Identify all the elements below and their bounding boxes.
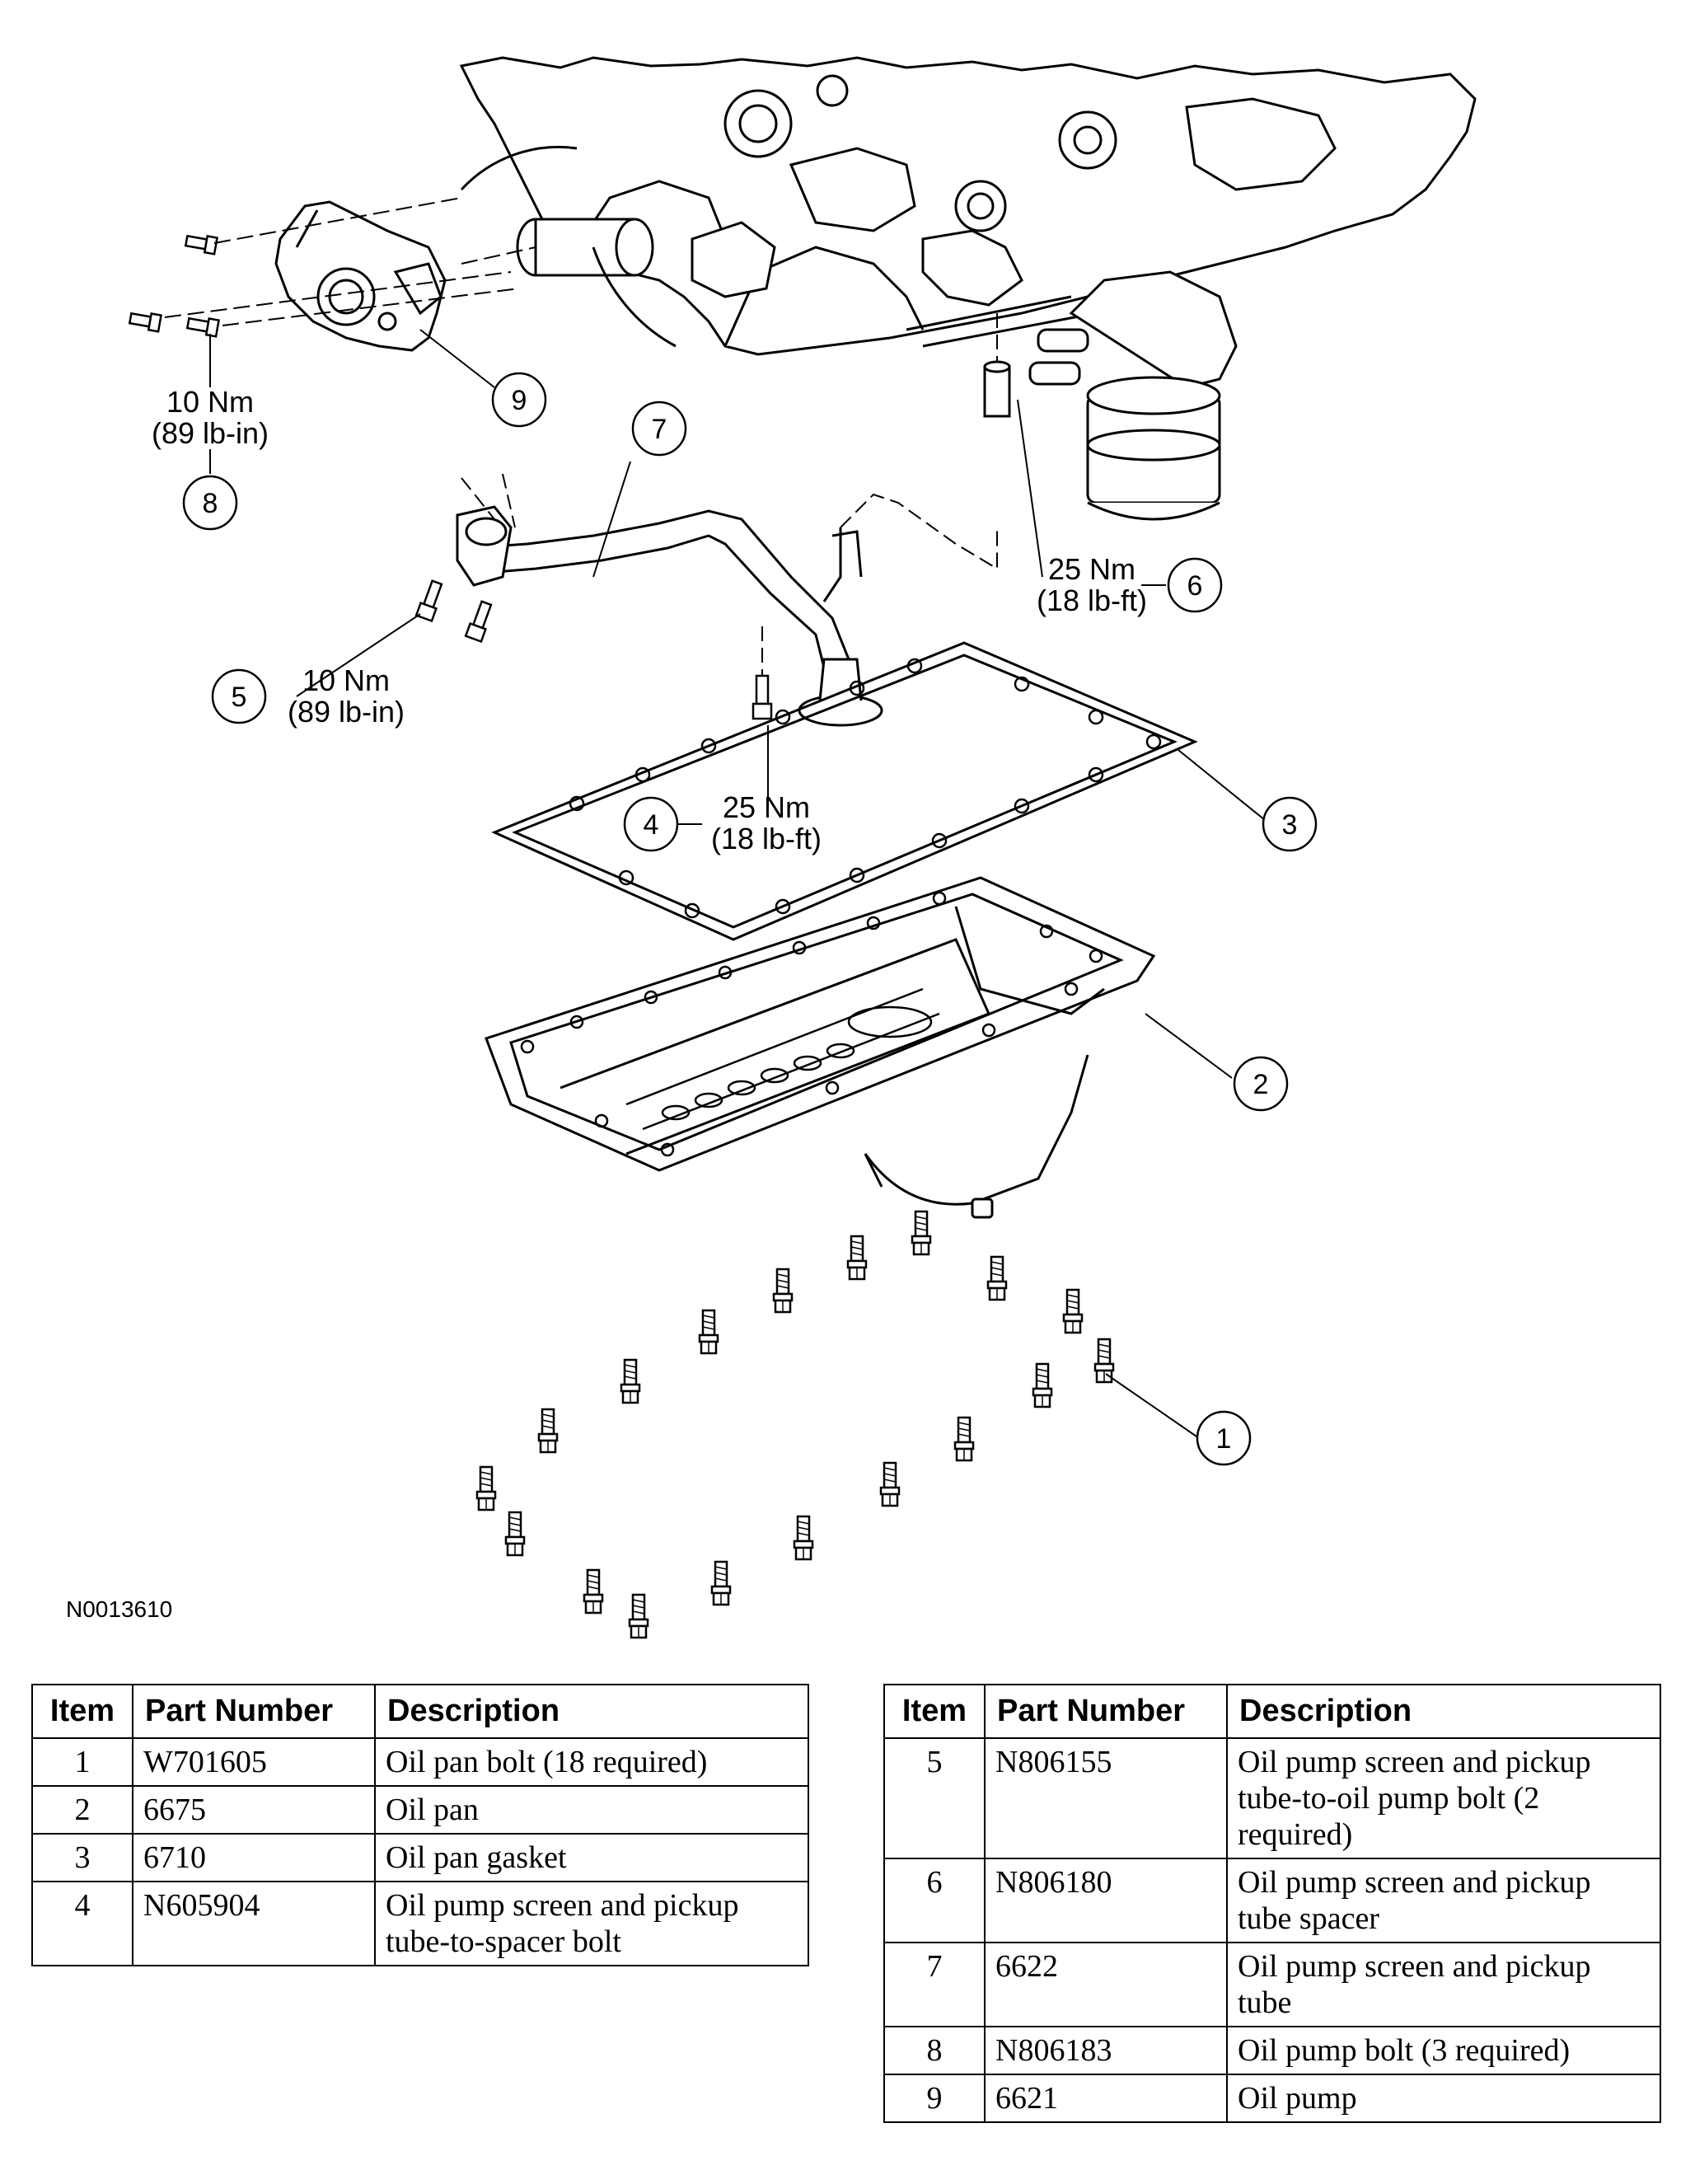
torque-4-imp: (18 lb-ft) xyxy=(711,822,822,855)
item-number: 2 xyxy=(31,1785,133,1835)
oil-pan-bolts xyxy=(475,1210,1115,1639)
torque-4-nm: 25 Nm xyxy=(723,790,810,824)
callout-circles xyxy=(182,372,1318,1466)
table-row: 8 N806183 Oil pump bolt (3 required) xyxy=(883,2026,1661,2075)
oil-pump-bolts xyxy=(128,234,220,338)
torque-6-nm: 25 Nm xyxy=(1048,552,1135,586)
parts-table-left: Item Part Number Description 1 W701605 O… xyxy=(31,1684,809,1966)
part-description: Oil pump screen and pickup tube spacer xyxy=(1226,1858,1661,1943)
pickup-flange xyxy=(456,505,513,587)
diagram-reference-code: N0013610 xyxy=(66,1596,172,1622)
torque-8-imp: (89 lb-in) xyxy=(152,416,269,450)
pickup-routing-lines xyxy=(461,313,998,676)
part-number: W701605 xyxy=(132,1737,376,1787)
part-number: 6675 xyxy=(132,1785,376,1835)
item-number: 4 xyxy=(31,1881,133,1966)
table-row: 5 N806155 Oil pump screen and pickup tub… xyxy=(883,1737,1661,1859)
callout-8: 8 xyxy=(203,488,218,519)
parts-table-right: Item Part Number Description 5 N806155 O… xyxy=(883,1684,1661,2123)
header-part-number: Part Number xyxy=(984,1684,1228,1739)
callout-9: 9 xyxy=(512,385,527,416)
table-header-row: Item Part Number Description xyxy=(31,1684,809,1739)
part-description: Oil pan gasket xyxy=(374,1833,809,1882)
table-row: 2 6675 Oil pan xyxy=(31,1785,809,1835)
torque-5-imp: (89 lb-in) xyxy=(288,695,405,729)
item-number: 8 xyxy=(883,2026,986,2075)
torque-6-imp: (18 lb-ft) xyxy=(1037,583,1147,617)
oil-pan-gasket xyxy=(491,641,1198,941)
part-description: Oil pump screen and pickup tube-to-oil p… xyxy=(1226,1737,1661,1859)
part-number: 6621 xyxy=(984,2074,1228,2123)
callout-3: 3 xyxy=(1282,809,1298,841)
callout-6: 6 xyxy=(1187,570,1203,602)
item-number: 6 xyxy=(883,1858,986,1943)
part-number: 6710 xyxy=(132,1833,376,1882)
part-description: Oil pan bolt (18 required) xyxy=(374,1737,809,1787)
callout-4: 4 xyxy=(644,809,659,841)
torque-8-nm: 10 Nm xyxy=(166,385,254,419)
exploded-view-diagram: 1 2 3 4 5 6 7 8 9 25 Nm (18 lb-ft) 10 Nm… xyxy=(66,56,1477,1639)
callout-2: 2 xyxy=(1253,1069,1269,1100)
part-description: Oil pump screen and pickup tube xyxy=(1226,1942,1661,2027)
header-description: Description xyxy=(1226,1684,1661,1739)
callout-numbers: 1 2 3 4 5 6 7 8 9 xyxy=(203,385,1298,1455)
torque-5-nm: 10 Nm xyxy=(302,663,390,697)
part-number: 6622 xyxy=(984,1942,1228,2027)
item-number: 3 xyxy=(31,1833,133,1882)
table-row: 6 N806180 Oil pump screen and pickup tub… xyxy=(883,1858,1661,1943)
part-number: N806180 xyxy=(984,1858,1228,1943)
table-row: 1 W701605 Oil pan bolt (18 required) xyxy=(31,1737,809,1787)
table-row: 4 N605904 Oil pump screen and pickup tub… xyxy=(31,1881,809,1966)
part-number: N605904 xyxy=(132,1881,376,1966)
table-row: 9 6621 Oil pump xyxy=(883,2074,1661,2123)
item-number: 9 xyxy=(883,2074,986,2123)
table-header-row: Item Part Number Description xyxy=(883,1684,1661,1739)
part-number: N806183 xyxy=(984,2026,1228,2075)
part-description: Oil pump bolt (3 required) xyxy=(1226,2026,1661,2075)
oil-filter xyxy=(1028,270,1238,521)
header-description: Description xyxy=(374,1684,809,1739)
torque-specs: 25 Nm (18 lb-ft) 10 Nm (89 lb-in) 25 Nm … xyxy=(152,385,1147,855)
pump-alignment-lines xyxy=(164,197,536,326)
part-number: N806155 xyxy=(984,1737,1228,1859)
oil-pan xyxy=(485,876,1156,1219)
header-item: Item xyxy=(31,1684,133,1739)
header-part-number: Part Number xyxy=(132,1684,376,1739)
table-row: 7 6622 Oil pump screen and pickup tube xyxy=(883,1942,1661,2027)
callout-5: 5 xyxy=(232,682,247,713)
part-description: Oil pump screen and pickup tube-to-space… xyxy=(374,1881,809,1966)
item-number: 5 xyxy=(883,1737,986,1859)
header-item: Item xyxy=(883,1684,986,1739)
callout-7: 7 xyxy=(652,414,667,445)
pickup-tube-bolts xyxy=(414,579,493,644)
table-row: 3 6710 Oil pan gasket xyxy=(31,1833,809,1882)
pickup-tube-spacer xyxy=(983,360,1011,418)
oil-pump xyxy=(274,200,447,352)
callout-1: 1 xyxy=(1216,1423,1232,1455)
callout-leaders xyxy=(209,329,1266,1439)
part-description: Oil pan xyxy=(374,1785,809,1835)
item-number: 1 xyxy=(31,1737,133,1787)
engine-block xyxy=(459,56,1477,356)
spacer-bolt xyxy=(752,674,773,720)
part-description: Oil pump xyxy=(1226,2074,1661,2123)
oil-pickup-tube xyxy=(469,509,883,727)
item-number: 7 xyxy=(883,1942,986,2027)
